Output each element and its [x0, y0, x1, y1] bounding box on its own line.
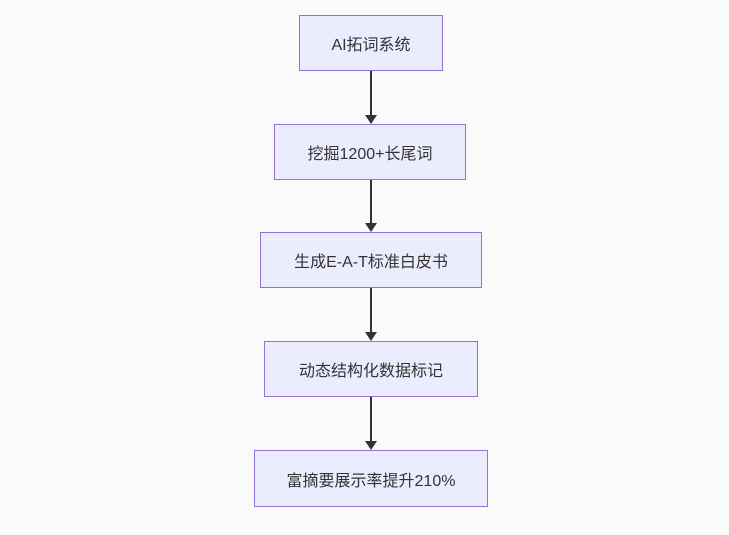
node-label: 动态结构化数据标记 — [298, 363, 443, 380]
arrow-line — [370, 71, 372, 115]
arrowhead-down-icon — [365, 115, 377, 124]
arrow-line — [370, 180, 372, 223]
arrow-line — [370, 397, 372, 441]
flowchart-arrow — [364, 180, 378, 232]
node-label: 富摘要展示率提升210% — [286, 472, 456, 490]
arrowhead-down-icon — [365, 441, 377, 450]
flowchart-node-eat-whitepaper: 生成E-A-T标准白皮书 — [260, 232, 482, 288]
node-label: 挖掘1200+长尾词 — [307, 146, 433, 163]
flowchart-arrow — [364, 288, 378, 341]
flowchart-arrow — [364, 71, 378, 124]
node-label: AI拓词系统 — [331, 37, 411, 54]
flowchart-arrow — [364, 397, 378, 450]
flowchart-node-longtail-mining: 挖掘1200+长尾词 — [274, 124, 466, 180]
arrowhead-down-icon — [365, 223, 377, 232]
arrow-line — [370, 288, 372, 332]
arrowhead-down-icon — [365, 332, 377, 341]
flowchart-node-ai-word-expansion: AI拓词系统 — [299, 15, 443, 71]
flowchart-node-structured-data-markup: 动态结构化数据标记 — [264, 341, 478, 397]
node-label: 生成E-A-T标准白皮书 — [294, 254, 448, 271]
flowchart-node-rich-snippet-result: 富摘要展示率提升210% — [254, 450, 488, 507]
